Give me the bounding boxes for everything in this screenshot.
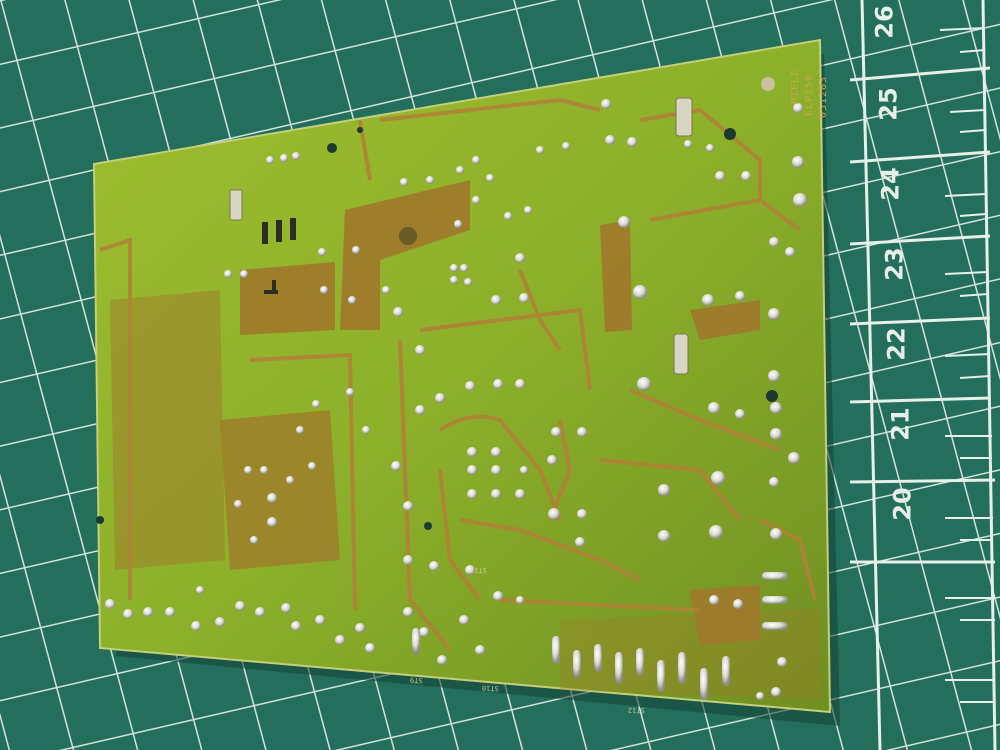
connector-label-st11: ST11 (469, 565, 487, 575)
silkscreen-part-number: ELP150 (804, 73, 815, 116)
connector-label-st9: ST9 (409, 675, 423, 685)
connector-label-st10: ST10 (481, 683, 499, 693)
silkscreen-brand: MIELE (790, 68, 801, 104)
connector-label-st12: ST12 (627, 705, 645, 715)
silkscreen-date-code: 051203 (818, 75, 829, 118)
